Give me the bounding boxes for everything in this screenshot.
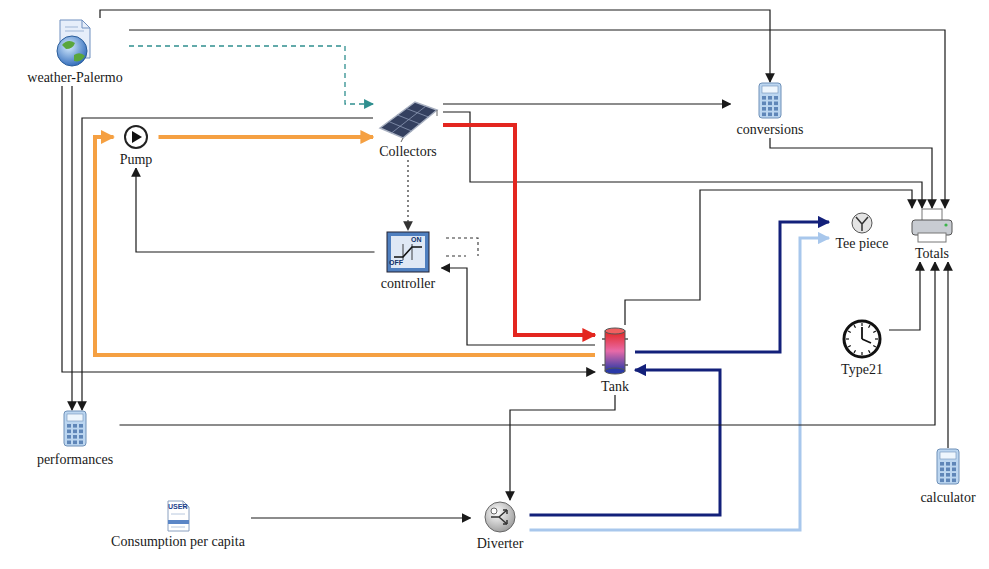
icon-text: ON (411, 236, 422, 244)
component-block: calculator (914, 448, 982, 506)
component-label: Consumption per capita (109, 534, 247, 550)
component-label: calculator (918, 490, 977, 506)
component-label: Totals (913, 246, 951, 262)
component-block: Totals (906, 208, 958, 262)
connector (129, 30, 945, 208)
component-icon (933, 448, 963, 488)
component-label: controller (379, 276, 437, 292)
component-block: Diverter (471, 500, 530, 552)
component-icon (377, 98, 439, 142)
connector (443, 125, 595, 335)
component-icon (60, 410, 90, 450)
connector (407, 160, 408, 230)
component-label: Tank (599, 379, 631, 395)
connectors (62, 10, 948, 530)
component-label: conversions (735, 122, 806, 138)
connector (251, 517, 471, 518)
component-icon (841, 318, 883, 360)
component-block: Tee piece (829, 212, 895, 252)
component-label: Diverter (475, 536, 526, 552)
component-block: Tank (595, 325, 635, 395)
connector (95, 137, 595, 355)
connector (136, 168, 375, 252)
icon-text: OFF (389, 259, 403, 267)
connector (159, 135, 374, 139)
component-icon (123, 124, 149, 150)
component-block: controller (375, 230, 442, 292)
component-block: performances (31, 410, 120, 468)
component-icon (50, 18, 100, 68)
component-icon (601, 325, 629, 377)
connector (129, 46, 373, 104)
connector (442, 268, 596, 345)
connector (82, 118, 373, 410)
connector (71, 86, 72, 410)
connector (889, 262, 920, 330)
component-label: performances (35, 452, 115, 468)
connector (530, 370, 721, 515)
component-label: weather-Palermo (25, 70, 124, 86)
component-block: Type21 (835, 318, 889, 378)
connector (100, 10, 770, 82)
component-block: Collectors (373, 98, 443, 160)
connector (443, 103, 731, 104)
component-label: Type21 (839, 362, 885, 378)
connector (770, 138, 932, 208)
connector (625, 190, 912, 325)
component-icon (483, 500, 517, 534)
connector (947, 262, 948, 448)
connector (62, 86, 595, 372)
connector (510, 395, 615, 500)
component-label: Collectors (377, 144, 439, 160)
component-block: weather-Palermo (21, 18, 129, 86)
connector (120, 262, 936, 425)
icon-text: USER (168, 503, 187, 511)
connector (530, 238, 830, 530)
component-block: Pump (114, 124, 159, 168)
controller-feedback-wires (446, 238, 478, 256)
component-label: Tee piece (833, 236, 890, 252)
component-block: conversions (731, 82, 810, 138)
component-label: Pump (118, 152, 155, 168)
component-icon (910, 208, 954, 244)
component-icon (755, 82, 785, 120)
component-icon (385, 230, 431, 274)
component-icon (851, 212, 873, 234)
